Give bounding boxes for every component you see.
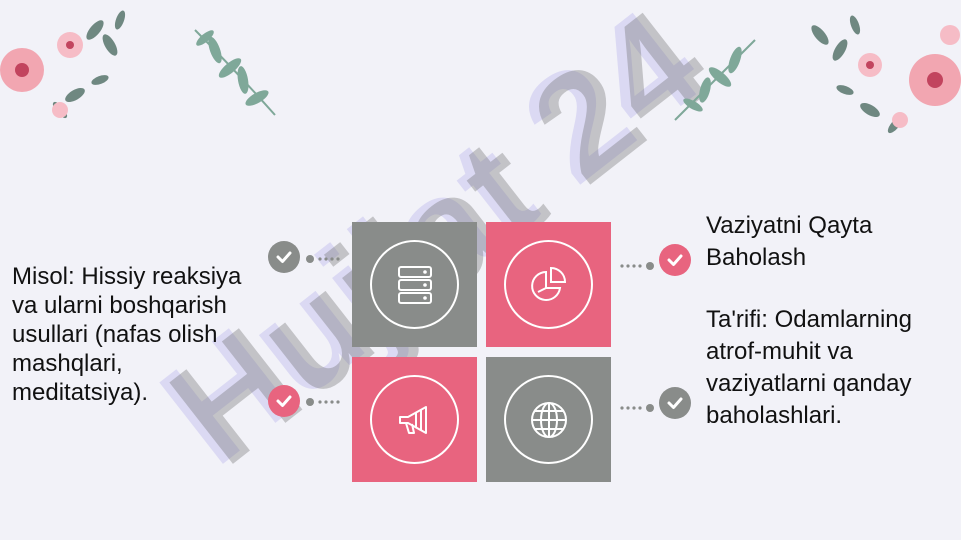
flower-decoration-right: [811, 15, 961, 134]
connector-dots-bottom-left: [306, 398, 340, 406]
flower-decoration-left: [0, 10, 126, 119]
connector-dots-bottom-right: [620, 404, 654, 412]
connector-dots-top-right: [620, 262, 654, 270]
check-icon-top-right: [659, 244, 691, 276]
tile-megaphone: [352, 357, 477, 482]
connector-dots-top-left: [306, 255, 340, 263]
tile-pie-chart: [486, 222, 611, 347]
tile-globe: [486, 357, 611, 482]
pie-chart-icon: [530, 266, 566, 301]
leaf-decoration-center: [194, 29, 276, 116]
right-title: Vaziyatni Qayta Baholash: [706, 212, 873, 271]
left-description: Misol: Hissiy reaksiya va ularni boshqar…: [12, 263, 242, 406]
check-icon-top-left: [268, 241, 300, 273]
right-body: Ta'rifi: Odamlarning atrof-muhit va vazi…: [706, 306, 912, 429]
check-icon-bottom-left: [268, 385, 300, 417]
check-icon-bottom-right: [659, 387, 691, 419]
leaf-decoration-right: [674, 39, 756, 121]
right-text-block: Vaziyatni Qayta Baholash Ta'rifi: Odamla…: [706, 210, 946, 432]
globe-icon: [530, 401, 567, 438]
server-icon: [397, 265, 432, 304]
megaphone-icon: [398, 405, 427, 434]
tile-server: [352, 222, 477, 347]
